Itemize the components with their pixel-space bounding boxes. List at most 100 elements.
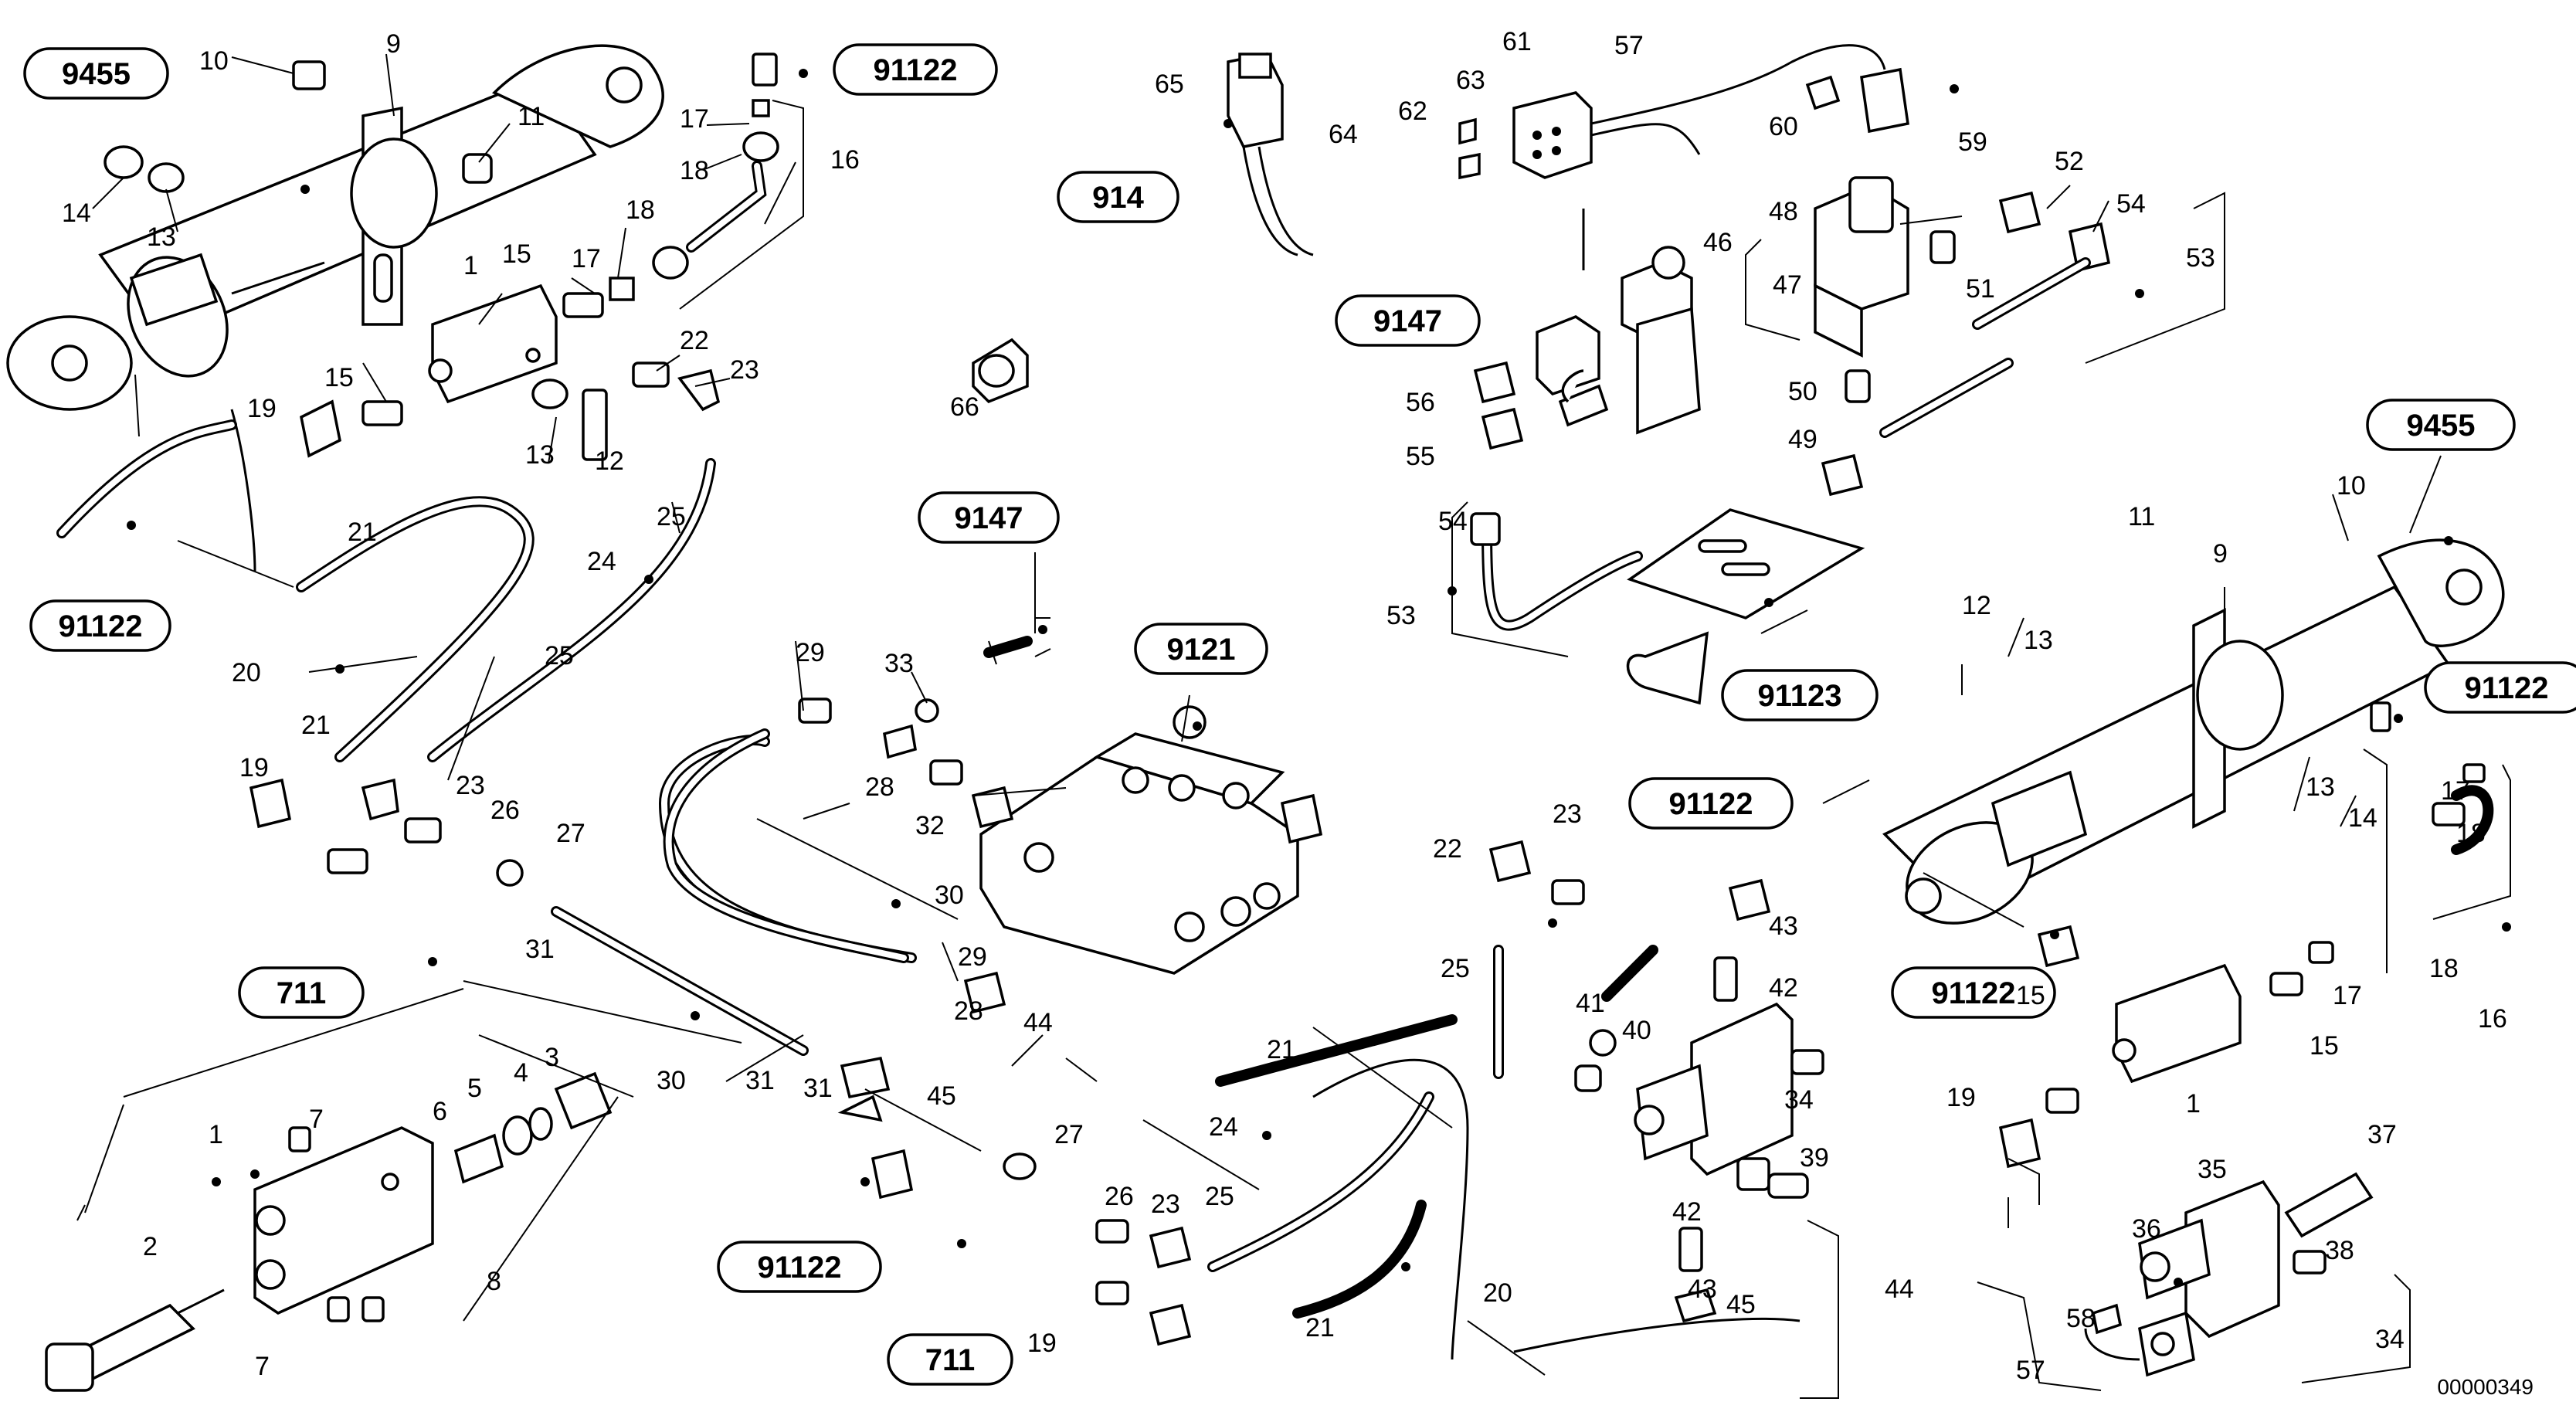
part-number-label: 53 — [2186, 243, 2215, 273]
center-solenoid-valve — [1574, 1002, 1824, 1323]
part-number-label: 28 — [865, 772, 894, 802]
reference-callout-label: 9455 — [2407, 409, 2476, 443]
part-number-label: 62 — [1398, 97, 1427, 126]
reference-callout-box — [918, 491, 1060, 544]
reference-callout: 711 — [887, 1333, 1013, 1386]
part-number-label: 39 — [1800, 1143, 1829, 1173]
part-number-label: 56 — [1406, 388, 1435, 417]
part-number-label: 15 — [502, 239, 531, 269]
part-number-label: 51 — [1966, 274, 1995, 304]
reference-callout: 9455 — [2366, 399, 2516, 451]
part-number-label: 24 — [587, 547, 616, 576]
part-number-label: 24 — [1209, 1112, 1238, 1142]
part-number-label: 31 — [803, 1074, 833, 1103]
part-number-label: 45 — [1726, 1290, 1756, 1319]
part-number-label: 43 — [1769, 911, 1798, 941]
part-number-label: 10 — [2337, 471, 2366, 501]
part-number-label: 22 — [1433, 834, 1462, 864]
part-number-label: 21 — [348, 518, 377, 547]
part-number-label: 59 — [1958, 127, 1987, 157]
reference-callout-box — [887, 1333, 1013, 1386]
reference-callout: 91122 — [717, 1241, 882, 1293]
right-hose-53 — [1470, 257, 2091, 631]
part-number-label: 15 — [324, 363, 354, 392]
part-number-label: 23 — [1151, 1190, 1180, 1219]
reference-callout: 9121 — [1134, 623, 1268, 675]
reference-callout-label: 9455 — [62, 57, 131, 91]
part-number-label: 27 — [556, 819, 585, 848]
part-number-label: 13 — [2024, 626, 2053, 655]
part-number-label: 35 — [2198, 1155, 2227, 1184]
part-number-label: 25 — [657, 502, 686, 531]
part-number-label: 31 — [745, 1066, 775, 1095]
part-number-label: 27 — [1054, 1120, 1084, 1149]
part-number-label: 16 — [830, 145, 860, 175]
reference-callout-label: 9121 — [1167, 633, 1236, 667]
part-number-label: 26 — [1105, 1182, 1134, 1211]
part-number-label: 23 — [456, 771, 485, 800]
reference-callout-box — [238, 966, 365, 1019]
reference-callout-box — [1628, 777, 1794, 830]
part-number-label: 50 — [1788, 377, 1817, 406]
part-number-label: 7 — [255, 1352, 270, 1381]
part-number-label: 33 — [884, 649, 914, 678]
reference-callout-box — [1335, 294, 1481, 347]
part-number-label: 57 — [2016, 1356, 2045, 1385]
document-id: 00000349 — [2437, 1375, 2534, 1399]
left-fittings — [104, 53, 779, 887]
reference-callout: 711 — [238, 966, 365, 1019]
reference-callout-label: 91122 — [58, 609, 142, 643]
part-number-label: 32 — [915, 811, 945, 840]
reference-callout-label: 91122 — [2464, 671, 2548, 705]
part-number-label: 11 — [2128, 502, 2155, 531]
part-number-label: 21 — [1305, 1313, 1335, 1342]
reference-callout-label: 9147 — [1373, 304, 1442, 338]
part-number-label: 15 — [2016, 981, 2045, 1010]
reference-callout-label: 91122 — [1668, 787, 1753, 821]
part-number-label: 13 — [147, 222, 176, 252]
part-number-label: 40 — [1622, 1016, 1651, 1045]
part-number-label: 9 — [386, 29, 401, 59]
solenoid-valve-46 — [1814, 176, 2111, 358]
part-number-label: 8 — [487, 1267, 501, 1296]
reference-callout: 91122 — [833, 43, 998, 96]
part-number-label: 44 — [1885, 1275, 1914, 1304]
part-number-label: 21 — [301, 711, 331, 740]
part-number-label: 25 — [1205, 1182, 1234, 1211]
part-number-label: 15 — [2310, 1031, 2339, 1061]
reference-callout-label: 711 — [925, 1343, 976, 1377]
reference-callout-label: 711 — [277, 976, 327, 1010]
left-hydraulic-cylinder — [6, 44, 664, 411]
part-number-label: 54 — [1438, 507, 1468, 536]
reference-callout: 9455 — [23, 47, 169, 100]
part-number-label: 4 — [514, 1058, 528, 1088]
control-valve-block — [971, 705, 1323, 975]
part-number-label: 64 — [1329, 120, 1358, 149]
part-number-label: 22 — [680, 326, 709, 355]
reference-callout-box — [1891, 966, 2056, 1019]
part-number-label: 38 — [2325, 1236, 2354, 1265]
part-number-label: 29 — [796, 638, 825, 667]
part-number-label: 5 — [467, 1074, 482, 1103]
part-number-label: 17 — [572, 244, 601, 273]
reference-callout-box — [2424, 661, 2576, 714]
part-number-label: 26 — [490, 796, 520, 825]
reference-callout-label: 91122 — [1931, 976, 2015, 1010]
part-number-label: 17 — [680, 104, 709, 134]
part-number-label: 19 — [1946, 1083, 1976, 1112]
reference-callout-box — [717, 1241, 882, 1293]
reference-callout-box — [23, 47, 169, 100]
reference-callout: 91123 — [1721, 669, 1879, 721]
part-number-label: 28 — [954, 996, 983, 1026]
reference-callout-label: 914 — [1092, 181, 1144, 215]
part-number-label: 61 — [1502, 27, 1532, 56]
part-number-label: 19 — [1027, 1329, 1057, 1358]
reference-callout-label: 91122 — [873, 53, 957, 87]
reference-callout-box — [1057, 171, 1179, 223]
left-hoses — [56, 409, 917, 1056]
part-number-label: 17 — [2441, 776, 2470, 806]
part-number-label: 55 — [1406, 442, 1435, 471]
part-number-label: 65 — [1155, 70, 1184, 99]
